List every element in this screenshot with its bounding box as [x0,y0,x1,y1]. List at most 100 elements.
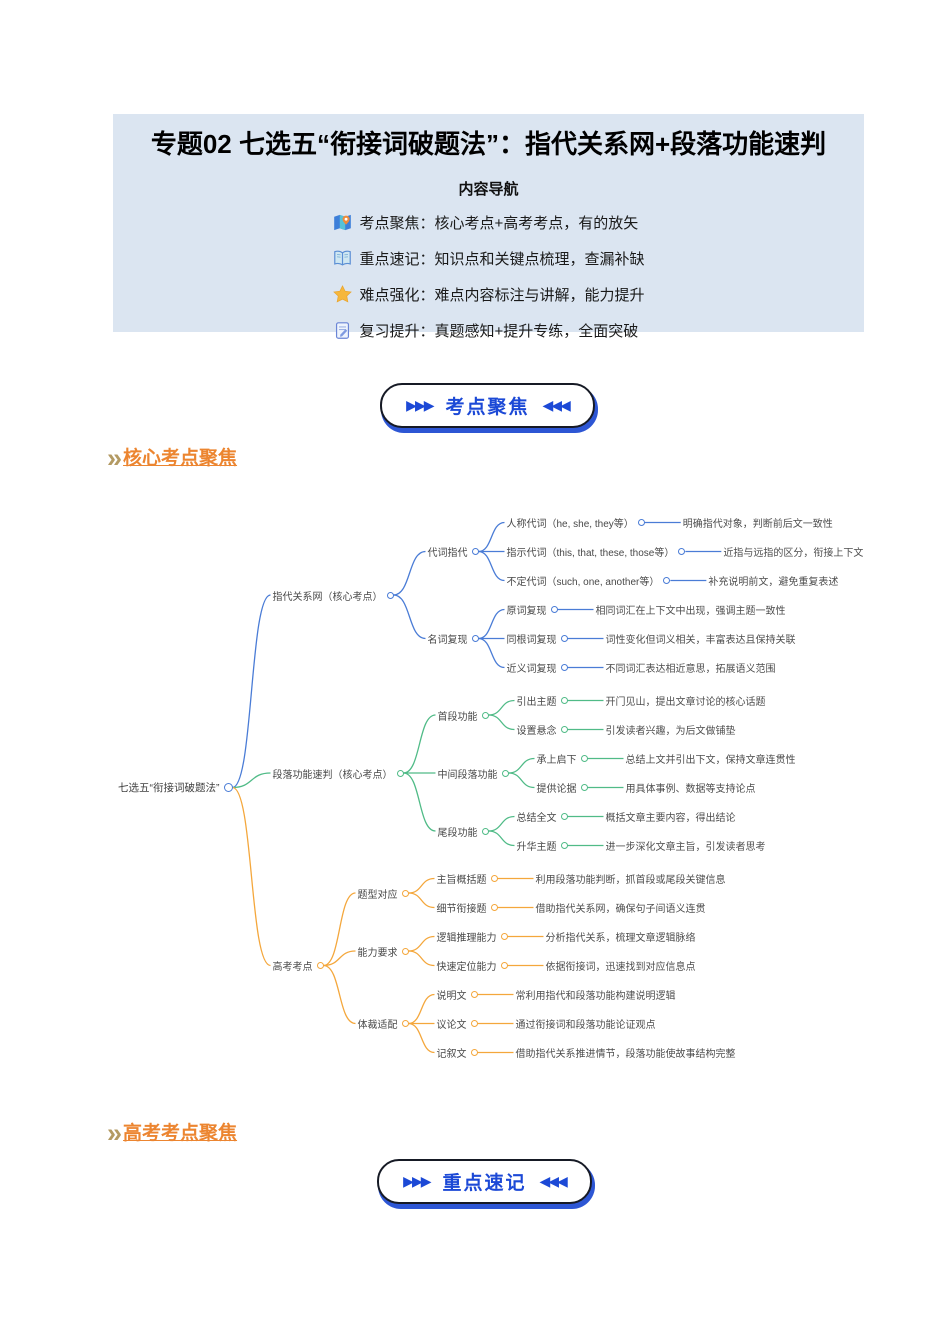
mindmap-node-label: 七选五“衔接词破题法” [118,782,220,794]
mindmap-children: 引出主题开门见山，提出文章讨论的核心话题设置悬念引发读者兴趣，为后文做铺垫 [517,686,766,744]
nav-item-zhongdian: 重点速记：知识点和关键点梳理，查漏补缺 [332,245,645,272]
zhongdian-suji-button[interactable]: ▶▶▶ 重点速记 ◀◀◀ [377,1159,592,1204]
mindmap-node-label: 记叙文 [436,1049,467,1060]
nav-item-text: 重点速记：知识点和关键点梳理，查漏补缺 [359,251,645,268]
mindmap-labelbox: 代词指代 [428,544,479,559]
mindmap-labelbox: 指示代词（this, that, these, those等） [507,544,686,559]
mindmap-node-dot [580,755,588,762]
mindmap-labelbox: 提供论据 [537,780,588,795]
mindmap-node: 升华主题进一步深化文章主旨，引发读者思考 [517,831,766,860]
mindmap-desc-node: 利用段落功能判断，抓首段或尾段关键信息 [536,871,726,886]
mindmap-desc-text: 借助指代关系网，确保句子间语义连贯 [535,904,706,915]
mindmap-desc-text: 近指与远指的区分，衔接上下文 [723,548,864,559]
mindmap-node-label: 升华主题 [516,842,557,853]
mindmap-labelbox: 相同词汇在上下文中出现，强调主题一致性 [596,602,786,617]
clipboard-pencil-icon [332,321,352,341]
mindmap-labelbox: 总结全文 [517,809,568,824]
mindmap-children: 借助指代关系推进情节，段落功能使故事结构完整 [516,1045,736,1060]
mindmap-children: 说明文常利用指代和段落功能构建说明逻辑议论文通过衔接词和段落功能论证观点记叙文借… [437,980,736,1067]
mindmap-node-dot [401,889,409,897]
mindmap-node: 承上启下总结上文并引出下文，保持文章连贯性 [537,744,796,773]
core-kaodian-link-text[interactable]: 核心考点聚焦 [123,448,238,469]
mindmap-labelbox: 近指与远指的区分，衔接上下文 [723,544,863,559]
kaodian-jujiao-button[interactable]: ▶▶▶ 考点聚焦 ◀◀◀ [380,383,595,428]
mindmap-desc-text: 利用段落功能判断，抓首段或尾段关键信息 [535,875,726,886]
mindmap-node-label: 近义词复现 [506,664,557,675]
mindmap-desc-node: 通过衔接词和段落功能论证观点 [516,1016,656,1031]
mindmap-labelbox: 同根词复现 [507,631,568,646]
mindmap-children: 总结全文概括文章主要内容，得出结论升华主题进一步深化文章主旨，引发读者思考 [517,802,766,860]
mindmap-desc-text: 词性变化但词义相关，丰富表达且保持关联 [605,635,796,646]
mindmap-node-dot [560,697,568,704]
mindmap-labelbox: 词性变化但词义相关，丰富表达且保持关联 [606,631,796,646]
mindmap-node-dot [500,962,508,969]
mindmap-desc-text: 用具体事例、数据等支持论点 [625,784,756,795]
mindmap-desc-text: 依据衔接词，迅速找到对应信息点 [545,962,696,973]
arrows-left-icon: ◀◀◀ [542,397,571,413]
mindmap-node-dot [560,842,568,849]
mindmap-children: 引发读者兴趣，为后文做铺垫 [606,722,736,737]
mindmap-labelbox: 记叙文 [437,1045,478,1060]
core-kaodian-section-link[interactable]: » 核心考点聚焦 [107,443,238,472]
mindmap-labelbox: 总结上文并引出下文，保持文章连贯性 [626,751,796,766]
arrows-right-icon: ▶▶▶ [403,1173,431,1189]
mindmap-node: 高考考点题型对应主旨概括题利用段落功能判断，抓首段或尾段关键信息细节衔接题借助指… [273,864,864,1067]
mindmap-desc-text: 开门见山，提出文章讨论的核心话题 [605,697,766,708]
mindmap-desc-node: 词性变化但词义相关，丰富表达且保持关联 [606,631,796,646]
mindmap-node-dot [663,577,671,584]
mindmap-node-dot [401,947,409,955]
mindmap-node-dot [678,548,686,555]
mindmap-node: 尾段功能总结全文概括文章主要内容，得出结论升华主题进一步深化文章主旨，引发读者思… [438,802,796,860]
mindmap-node-label: 指示代词（this, that, these, those等） [506,548,675,559]
mindmap-node-dot [560,635,568,642]
mindmap-labelbox: 升华主题 [517,838,568,853]
mindmap-children: 利用段落功能判断，抓首段或尾段关键信息 [536,871,726,886]
mindmap-desc-text: 明确指代对象，判断前后文一致性 [682,519,833,530]
mindmap-node-label: 指代关系网（核心考点） [272,591,383,603]
mindmap-node-label: 中间段落功能 [437,769,498,781]
mindmap-children: 明确指代对象，判断前后文一致性 [683,515,833,530]
mindmap-children: 总结上文并引出下文，保持文章连贯性 [626,751,796,766]
mindmap-node-label: 人称代词（he, she, they等） [506,519,634,530]
mindmap-node-label: 引出主题 [516,697,557,708]
mindmap-node-dot [471,548,479,555]
mindmap-labelbox: 近义词复现 [507,660,568,675]
mindmap-labelbox: 常利用指代和段落功能构建说明逻辑 [516,987,676,1002]
mindmap-labelbox: 原词复现 [507,602,558,617]
mindmap-node-dot [490,875,498,882]
mindmap-children: 不同词汇表达相近意思，拓展语义范围 [606,660,776,675]
mindmap-node: 引出主题 开门见山，提出文章讨论的核心话题 [517,686,766,715]
mindmap-children: 相同词汇在上下文中出现，强调主题一致性 [596,602,786,617]
mindmap-node-label: 议论文 [436,1020,467,1031]
mindmap-node: 人称代词（he, she, they等） 明确指代对象，判断前后文一致性 [507,508,864,537]
mindmap-children: 通过衔接词和段落功能论证观点 [516,1016,656,1031]
mindmap-node-label: 名词复现 [427,635,468,646]
mindmap-diagram: 七选五“衔接词破题法” 指代关系网（核心考点） 代词指代 人称代词（he, she, … [118,506,863,1069]
mindmap-labelbox: 补充说明前文，避免重复表述 [708,573,838,588]
gaokao-kaodian-section-link[interactable]: » 高考考点聚焦 [107,1118,238,1148]
double-chevron-icon: » [107,1118,123,1148]
mindmap-labelbox: 名词复现 [428,631,479,646]
gaokao-kaodian-link-text[interactable]: 高考考点聚焦 [123,1123,238,1144]
mindmap-node-dot [500,933,508,940]
mindmap-node-label: 题型对应 [357,889,398,901]
mindmap-desc-node: 分析指代关系，梳理文章逻辑脉络 [546,929,696,944]
mindmap-node-label: 提供论据 [536,784,577,795]
mindmap-node: 同根词复现 词性变化但词义相关，丰富表达且保持关联 [507,624,796,653]
mindmap-node-dot [481,711,489,719]
mindmap-children: 逻辑推理能力分析指代关系，梳理文章逻辑脉络快速定位能力依据衔接词，迅速找到对应信… [437,922,696,980]
mindmap-labelbox: 人称代词（he, she, they等） [507,515,645,530]
mindmap-desc-node: 用具体事例、数据等支持论点 [626,780,756,795]
mindmap-labelbox: 借助指代关系推进情节，段落功能使故事结构完整 [516,1045,736,1060]
mindmap-node-dot [223,783,233,792]
mindmap-desc-text: 相同词汇在上下文中出现，强调主题一致性 [595,606,786,617]
mindmap-node-label: 代词指代 [427,548,468,559]
mindmap-desc-text: 不同词汇表达相近意思，拓展语义范围 [605,664,776,675]
mindmap-children: 用具体事例、数据等支持论点 [626,780,756,795]
mindmap-children: 承上启下总结上文并引出下文，保持文章连贯性提供论据 用具体事例、数据等支持论点 [537,744,796,802]
mindmap-node-label: 总结全文 [516,813,557,824]
mindmap-desc-node: 引发读者兴趣，为后文做铺垫 [606,722,736,737]
mindmap-desc-node: 总结上文并引出下文，保持文章连贯性 [626,751,796,766]
mindmap-desc-node: 补充说明前文，避免重复表述 [708,573,838,588]
